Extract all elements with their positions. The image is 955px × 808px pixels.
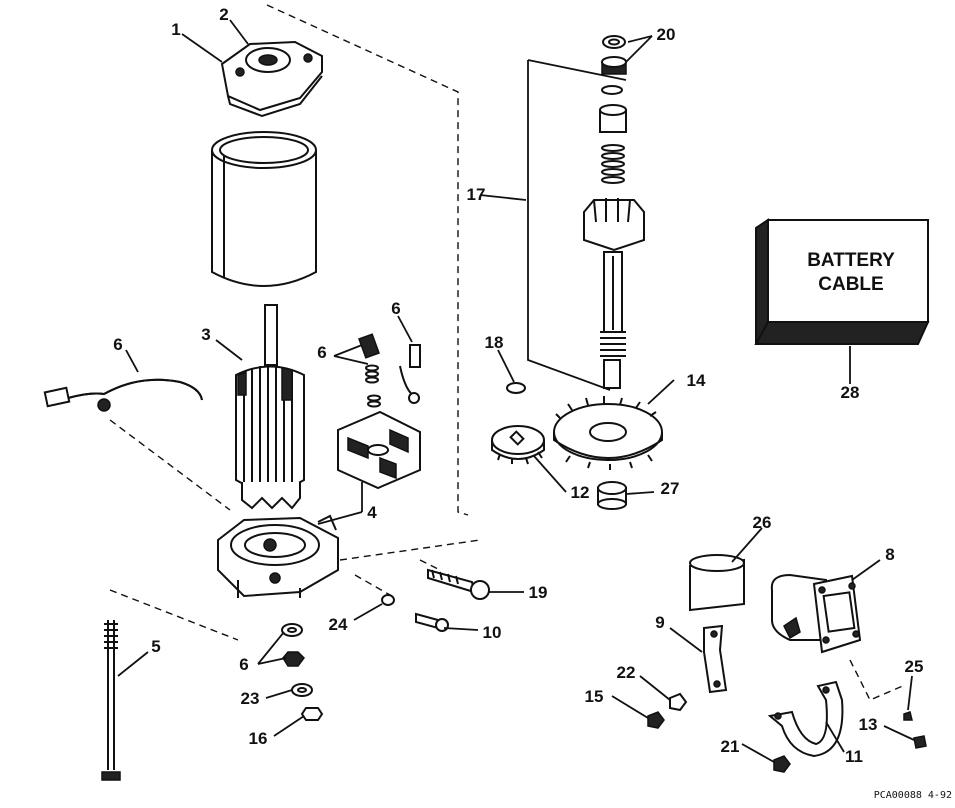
large-gear — [553, 396, 663, 470]
armature — [235, 304, 305, 510]
callout-20: 20 — [657, 25, 676, 44]
callout-1: 1 — [171, 20, 180, 39]
callout-8: 8 — [885, 545, 894, 564]
pinion-gear — [491, 425, 545, 465]
callout-2: 2 — [219, 5, 228, 24]
lock-ring — [506, 382, 526, 394]
callout-6-terminal: 6 — [391, 299, 400, 318]
right-hardware — [647, 692, 927, 773]
callout-15: 15 — [585, 687, 604, 706]
battery-label: BATTERY — [807, 250, 895, 271]
callout-6-brush: 6 — [317, 343, 326, 362]
battery-cable-box: BATTERY CABLE — [754, 218, 930, 345]
bushing — [597, 481, 627, 510]
figure-code: PCA00088 4-92 — [874, 790, 952, 801]
callout-23: 23 — [241, 689, 260, 708]
callout-21: 21 — [721, 737, 740, 756]
callout-28: 28 — [841, 383, 860, 402]
callout-25: 25 — [905, 657, 924, 676]
callout-6-nut: 6 — [239, 655, 248, 674]
callout-26: 26 — [753, 513, 772, 532]
callout-5: 5 — [151, 637, 160, 656]
callout-4: 4 — [367, 503, 377, 522]
lower-hardware — [281, 623, 324, 721]
callout-27: 27 — [661, 479, 680, 498]
field-frame-cylinder — [211, 131, 317, 287]
callout-22: 22 — [617, 663, 636, 682]
cable-label: CABLE — [818, 274, 883, 295]
callout-12: 12 — [571, 483, 590, 502]
callout-9: 9 — [655, 613, 664, 632]
sleeve-cover — [689, 554, 745, 612]
callout-11: 11 — [845, 747, 863, 766]
drive-assembly — [527, 35, 645, 391]
bolts-hardware — [381, 568, 490, 632]
callout-19: 19 — [529, 583, 548, 602]
alignment-lines — [109, 4, 906, 701]
commutator-end-cap — [220, 40, 323, 118]
callout-16: 16 — [249, 729, 268, 748]
callout-14: 14 — [687, 371, 706, 390]
brush-set — [358, 333, 421, 408]
callout-17: 17 — [467, 185, 486, 204]
wire-lead — [43, 378, 203, 412]
callout-10: 10 — [483, 623, 502, 642]
callout-24: 24 — [329, 615, 348, 634]
mount-strap — [767, 680, 844, 758]
callout-3: 3 — [201, 325, 210, 344]
callout-18: 18 — [485, 333, 504, 352]
small-bracket — [703, 624, 728, 694]
leader-lines — [117, 19, 915, 763]
callout-6-wire: 6 — [113, 335, 122, 354]
callout-numbers: 1 2 3 4 5 6 6 6 6 8 9 10 11 12 13 14 15 … — [113, 5, 923, 766]
callout-13: 13 — [859, 715, 878, 734]
brush-plate — [337, 410, 421, 490]
drive-end-housing — [217, 514, 339, 598]
solenoid — [770, 573, 862, 654]
through-bolt — [101, 620, 121, 781]
